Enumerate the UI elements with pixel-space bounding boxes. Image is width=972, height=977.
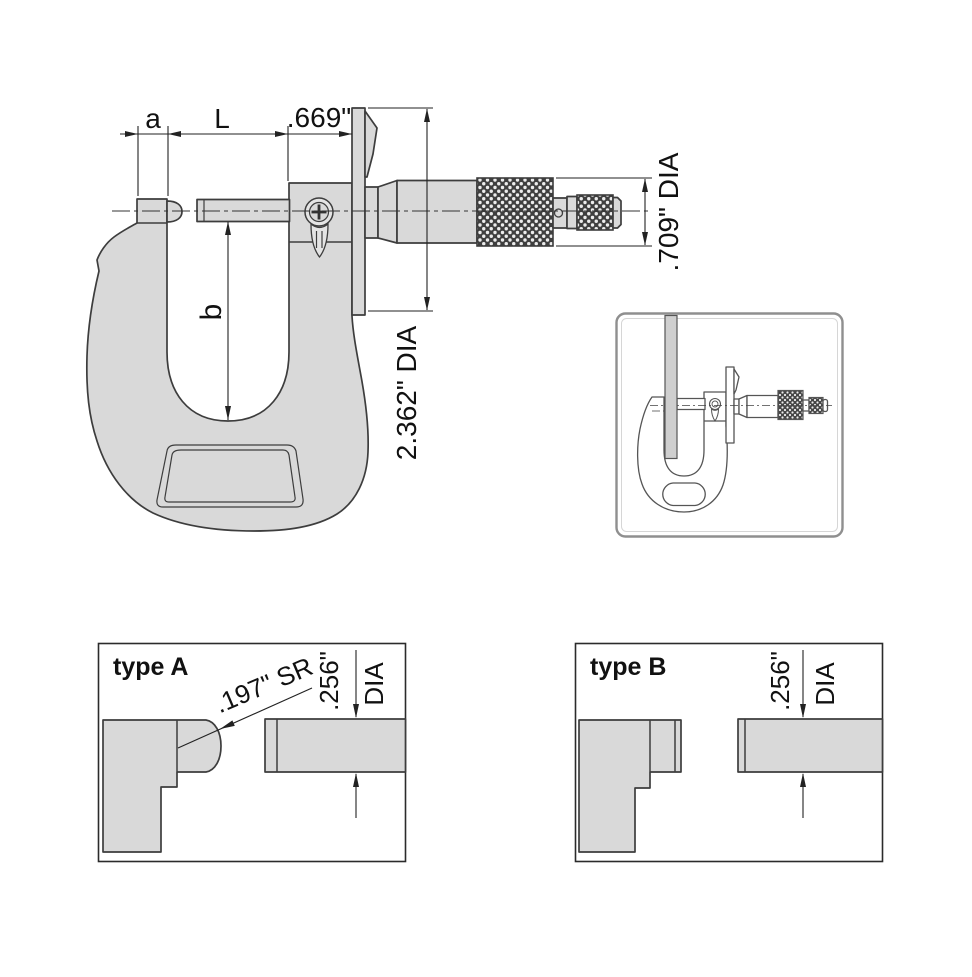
type-a-dia-value: .256" (314, 651, 344, 711)
mini-pointer (710, 407, 720, 422)
type-b-spindle-section (737, 718, 884, 773)
inset-view (615, 312, 844, 538)
sleeve-collar (364, 186, 379, 239)
thimble-knurl (476, 177, 554, 247)
phillips-cross-icon (311, 204, 327, 220)
type-b-anvil-section (578, 719, 682, 853)
mini-collar (733, 398, 740, 415)
dim-flange-offset-label: .669" (287, 102, 351, 133)
mini-flange (725, 366, 735, 444)
mini-blade (733, 368, 740, 395)
type-a-panel: type A .256" DIA .197" SR (97, 642, 407, 863)
mini-barrel (746, 394, 779, 419)
type-a-spindle-section (264, 718, 407, 773)
type-a-sr-arrow (220, 720, 235, 729)
dim-depth-label: b (195, 304, 228, 321)
frame-outline (85, 182, 370, 532)
type-a-title: type A (113, 653, 188, 681)
flange-blade (364, 110, 378, 178)
mini-spindle (676, 397, 706, 411)
mini-frame (636, 391, 728, 513)
ratchet-ring (566, 195, 578, 230)
dim-flange-dia-label: 2.362" DIA (391, 325, 422, 460)
ratchet-knurl (576, 194, 614, 231)
type-a-sr-leader (177, 687, 313, 749)
type-b-dia-value: .256" (765, 651, 795, 711)
type-a-dia-word: DIA (359, 662, 389, 706)
grip-plate-outer (156, 444, 304, 508)
type-a-anvil-section (102, 719, 222, 853)
ratchet-cap (612, 196, 622, 229)
dim-thimble-dia-label: .709" DIA (653, 152, 684, 271)
inset-box-inner (621, 318, 838, 532)
type-b-title: type B (590, 653, 666, 681)
type-b-dia-word: DIA (810, 662, 840, 706)
dim-a-label: a (145, 103, 161, 134)
grip-plate-inner (164, 449, 296, 503)
dim-L-label: L (214, 103, 230, 134)
barrel (396, 179, 478, 244)
mini-taper (738, 394, 748, 419)
lock-pointer (310, 222, 329, 259)
mini-screw-inner (711, 400, 719, 408)
dimensions: a L .669" 2.362" DIA .709" DIA b (120, 102, 684, 460)
ratchet-pin (553, 208, 564, 218)
main-view: a L .669" 2.362" DIA .709" DIA b (85, 102, 684, 532)
type-b-panel: type B .256" DIA (574, 642, 884, 863)
sleeve-taper (377, 179, 398, 244)
mini-thimble (777, 389, 804, 421)
sheet-workpiece (664, 314, 678, 460)
